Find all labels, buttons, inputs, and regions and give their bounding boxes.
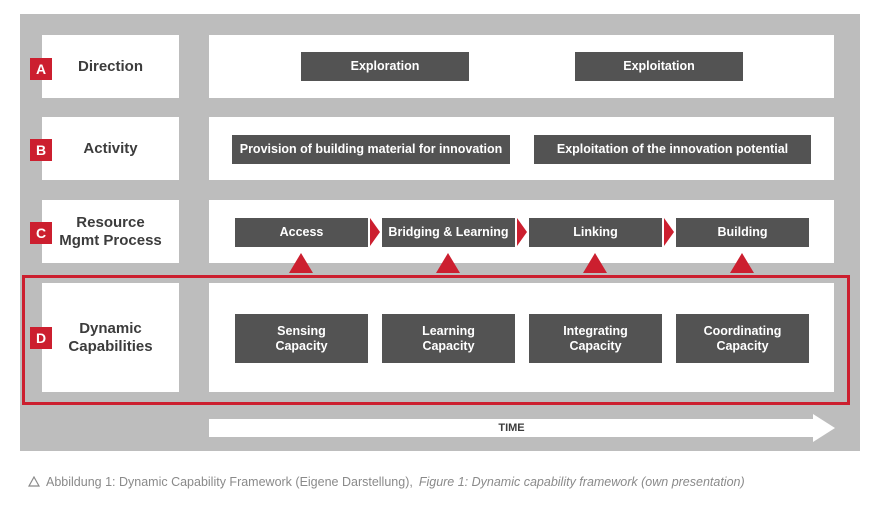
caption-german: Abbildung 1: Dynamic Capability Framewor… — [46, 475, 413, 489]
connector-triangle-4 — [730, 253, 754, 273]
capability-integrating: Integrating Capacity — [529, 314, 662, 363]
caption-triangle-icon — [28, 475, 40, 487]
process-access: Access — [235, 218, 368, 247]
row-b-letter: B — [30, 139, 52, 161]
time-label: TIME — [498, 422, 525, 434]
process-building: Building — [676, 218, 809, 247]
row-c-label-box: Resource Mgmt Process — [42, 200, 179, 263]
capability-sensing: Sensing Capacity — [235, 314, 368, 363]
row-a-letter: A — [30, 58, 52, 80]
dynamic-capabilities-highlight — [22, 275, 850, 405]
process-bridging-learning: Bridging & Learning — [382, 218, 515, 247]
connector-triangle-2 — [436, 253, 460, 273]
row-a-label: Direction — [77, 57, 143, 75]
direction-exploitation: Exploitation — [575, 52, 743, 81]
connector-triangle-3 — [583, 253, 607, 273]
connector-triangle-1 — [289, 253, 313, 273]
process-linking: Linking — [529, 218, 662, 247]
row-b-label-box: Activity — [42, 117, 179, 180]
row-b-label: Activity — [83, 139, 138, 157]
caption-english: Figure 1: Dynamic capability framework (… — [418, 475, 745, 489]
direction-exploration: Exploration — [301, 52, 469, 81]
activity-provision: Provision of building material for innov… — [232, 135, 510, 164]
process-arrow-1 — [370, 218, 380, 246]
row-d-letter: D — [30, 327, 52, 349]
time-arrow: TIME — [209, 419, 814, 437]
figure-caption: Abbildung 1: Dynamic Capability Framewor… — [28, 475, 745, 489]
process-arrow-2 — [517, 218, 527, 246]
capability-coordinating: Coordinating Capacity — [676, 314, 809, 363]
row-a-label-box: Direction — [42, 35, 179, 98]
row-d-label: Dynamic Capabilities — [68, 319, 153, 355]
capability-learning: Learning Capacity — [382, 314, 515, 363]
time-arrow-head — [813, 414, 835, 442]
row-c-label: Resource Mgmt Process — [59, 213, 162, 249]
process-arrow-3 — [664, 218, 674, 246]
activity-exploitation: Exploitation of the innovation potential — [534, 135, 811, 164]
row-d-label-box: Dynamic Capabilities — [42, 283, 179, 392]
row-c-letter: C — [30, 222, 52, 244]
